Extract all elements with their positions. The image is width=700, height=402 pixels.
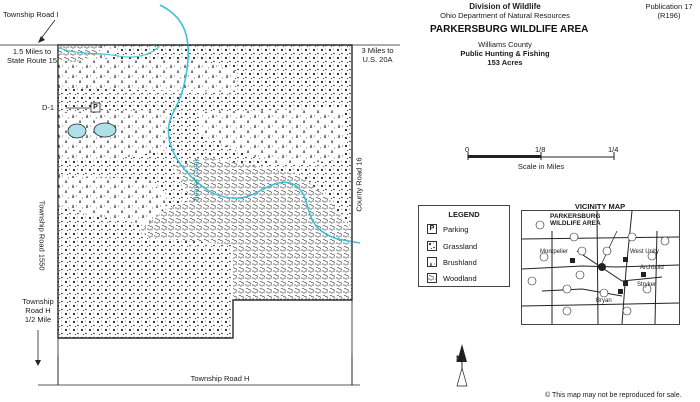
label-to-sr15-line1: 1.5 Miles to bbox=[12, 47, 52, 56]
label-to-us20a-line1: 3 Miles to bbox=[361, 46, 394, 55]
grassland-swatch-icon bbox=[427, 241, 437, 251]
scale-tick-0: 0 bbox=[465, 145, 470, 154]
pond bbox=[67, 123, 87, 139]
label-township-road-h-side: Township Road H 1/2 Mile bbox=[18, 297, 58, 324]
woodland-area bbox=[58, 45, 100, 62]
north-label: N bbox=[456, 354, 463, 364]
legend-item-woodland: Woodland bbox=[427, 272, 477, 284]
label-to-us20a: 3 Miles to U.S. 20A bbox=[355, 46, 400, 64]
label-d1: D-1 bbox=[42, 103, 55, 112]
area-use: Public Hunting & Fishing bbox=[460, 49, 550, 58]
scale-caption: Scale in Miles bbox=[517, 162, 565, 171]
publication-revision: (R196) bbox=[657, 11, 681, 20]
parking-marker bbox=[90, 102, 101, 113]
label-to-sr15-line2: State Route 15 bbox=[6, 56, 58, 65]
town-montpelier: Montpelier bbox=[540, 249, 569, 255]
grassland-area bbox=[200, 108, 345, 165]
label-township-road-1550: Township Road 1550 bbox=[37, 200, 47, 271]
label-township-road-h-bottom: Township Road H bbox=[190, 374, 250, 383]
publication-block: Publication 17 (R196) bbox=[640, 2, 698, 20]
woodland-swatch-icon bbox=[427, 273, 437, 283]
legend-item-parking: P Parking bbox=[427, 223, 468, 235]
parking-symbol: P bbox=[93, 104, 98, 111]
woodland-area bbox=[140, 158, 352, 300]
legend-item-grassland: Grassland bbox=[427, 240, 477, 252]
pond bbox=[93, 122, 117, 138]
division-title: Division of Wildlife bbox=[469, 2, 541, 11]
vicinity-title: VICINITY MAP bbox=[574, 202, 626, 211]
vicinity-map: PARKERSBURG WILDLIFE AREA Montpelier Wes… bbox=[521, 210, 680, 325]
brushland-swatch-icon bbox=[427, 257, 437, 267]
header-block: Division of Wildlife Ohio Department of … bbox=[430, 2, 580, 20]
grassland-area bbox=[58, 60, 235, 92]
legend-title: LEGEND bbox=[448, 210, 480, 219]
label-township-road-i: Township Road I bbox=[3, 10, 59, 19]
label-creek: Beaver Creek bbox=[193, 158, 201, 201]
label-township-road-h-line2: Road H bbox=[25, 306, 51, 315]
vicinity-roads bbox=[522, 211, 679, 324]
label-to-us20a-line2: U.S. 20A bbox=[362, 55, 393, 64]
legend-label-brushland: Brushland bbox=[443, 257, 477, 267]
area-info: Williams County Public Hunting & Fishing… bbox=[455, 40, 555, 67]
town-archbold: Archbold bbox=[640, 265, 664, 271]
parking-icon: P bbox=[427, 224, 437, 234]
label-township-road-h-line1: Township bbox=[22, 297, 54, 306]
footer-copyright: © This map may not be reproduced for sal… bbox=[545, 392, 682, 399]
area-title: PARKERSBURG WILDLIFE AREA bbox=[430, 24, 589, 35]
vicinity-area-label-line1: PARKERSBURG bbox=[550, 213, 601, 220]
vicinity-area-label-line2: WILDLIFE AREA bbox=[550, 220, 601, 227]
grassland-area bbox=[58, 175, 170, 225]
publication-number: Publication 17 bbox=[645, 2, 693, 11]
arrow-to-sr15 bbox=[39, 19, 56, 41]
label-county-road-16: County Road 16 bbox=[354, 157, 364, 212]
scale-tick-quarter: 1/4 bbox=[608, 145, 619, 154]
area-county: Williams County bbox=[478, 40, 532, 49]
creek-line bbox=[159, 4, 361, 244]
creek-line bbox=[59, 44, 161, 58]
legend-label-grassland: Grassland bbox=[443, 241, 478, 251]
area-acres: 153 Acres bbox=[487, 58, 523, 67]
scale-bar bbox=[467, 152, 615, 160]
label-to-sr15: 1.5 Miles to State Route 15 bbox=[2, 47, 62, 65]
legend-label-parking: Parking bbox=[443, 224, 469, 234]
legend: LEGEND P Parking Grassland Brushland Woo… bbox=[418, 205, 510, 287]
label-township-road-h-line3: 1/2 Mile bbox=[24, 315, 52, 324]
town-stryker: Stryker bbox=[637, 282, 657, 288]
grassland-area bbox=[58, 110, 170, 160]
scale-tick-eighth: 1/8 bbox=[535, 145, 546, 154]
town-bryan: Bryan bbox=[596, 298, 612, 304]
north-arrow-icon bbox=[456, 344, 468, 387]
department-title: Ohio Department of Natural Resources bbox=[440, 11, 570, 20]
town-west-unity: West Unity bbox=[630, 249, 659, 255]
legend-item-brushland: Brushland bbox=[427, 256, 477, 268]
legend-label-woodland: Woodland bbox=[443, 273, 477, 283]
vicinity-area-label: PARKERSBURG WILDLIFE AREA bbox=[550, 213, 601, 227]
